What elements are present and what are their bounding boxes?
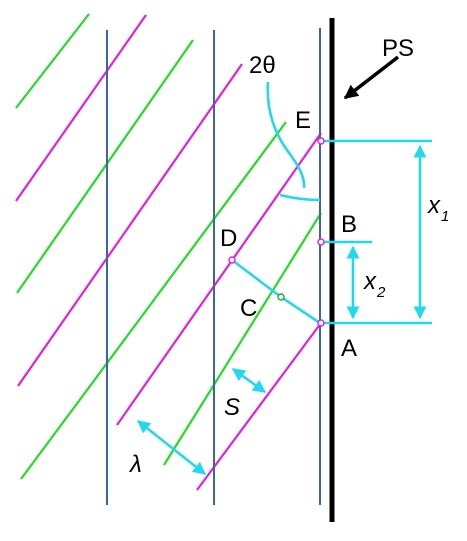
point-a-marker: [317, 319, 325, 327]
magenta-wavefront-4: [196, 322, 322, 491]
vertical-lines: [106, 28, 321, 505]
label-two-theta: 2θ: [249, 52, 276, 79]
label-x1-subscript: 1: [441, 208, 449, 225]
magenta-wavefronts: [15, 14, 322, 491]
ps-pointer-arrow: [343, 55, 400, 100]
green-wavefront-2: [16, 39, 194, 294]
label-s: S: [224, 394, 240, 421]
label-point-e: E: [295, 107, 311, 134]
label-x2: x2: [363, 268, 386, 301]
segment-dc: [231, 258, 282, 299]
label-x2-symbol: x: [363, 268, 377, 295]
s-arrow: [231, 367, 267, 394]
two-theta-arc: [279, 193, 321, 202]
magenta-wavefront-3: [116, 132, 322, 426]
label-ps: PS: [382, 35, 414, 62]
point-b-marker: [317, 238, 325, 246]
label-point-d: D: [220, 225, 237, 252]
green-wavefronts: [15, 13, 322, 480]
segment-ca: [280, 295, 321, 325]
point-c-marker: [277, 293, 285, 301]
intersection-points: [228, 137, 325, 327]
point-e-marker: [317, 137, 325, 145]
measurements: [136, 81, 432, 476]
magenta-wavefront-2: [17, 63, 243, 387]
point-d-marker: [228, 256, 236, 264]
label-point-b: B: [341, 211, 357, 238]
magenta-wavefront-1: [15, 14, 147, 202]
green-wavefront-3: [20, 121, 287, 480]
label-x1: x1: [427, 192, 449, 225]
label-point-c: C: [240, 295, 257, 322]
label-x2-subscript: 2: [376, 284, 386, 301]
lambda-arrow: [136, 419, 207, 476]
label-point-a: A: [341, 335, 357, 362]
two-theta-curve: [266, 81, 306, 189]
green-wavefront-1: [15, 13, 90, 109]
label-lambda: λ: [128, 451, 142, 478]
label-x1-symbol: x: [427, 192, 441, 219]
